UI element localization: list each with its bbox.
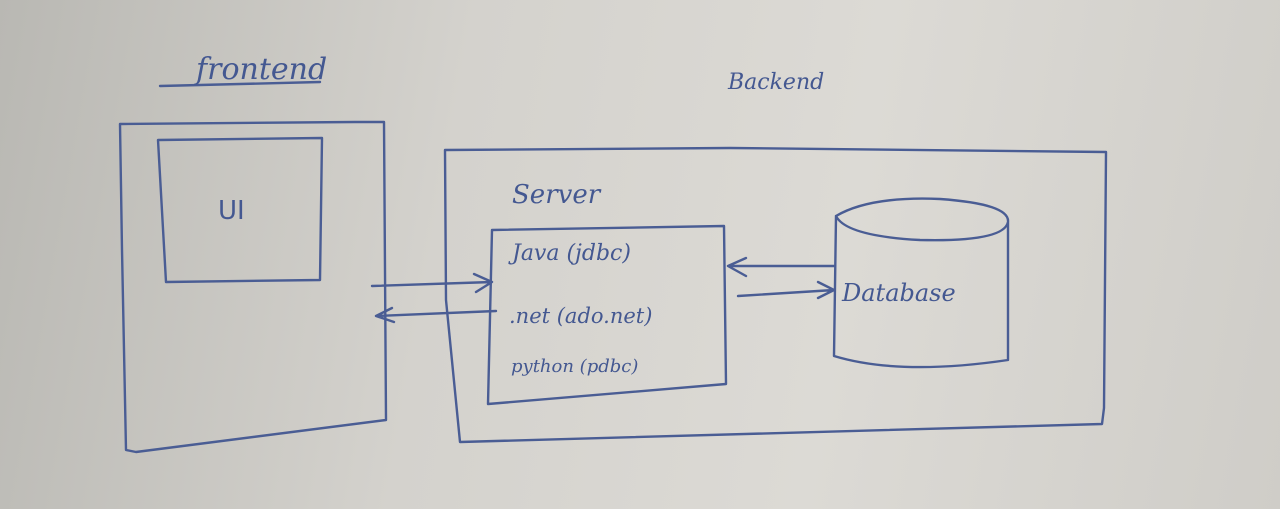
frontend-title: frontend xyxy=(196,52,328,87)
server-tech-java: Java (jdbc) xyxy=(512,241,631,266)
database-label: Database xyxy=(842,279,956,307)
ui-box xyxy=(156,136,324,284)
backend-box xyxy=(443,146,1108,444)
ui-label: UI xyxy=(218,196,245,226)
response-arrow xyxy=(374,306,498,324)
backend-title: Backend xyxy=(728,70,825,95)
database-cylinder xyxy=(832,197,1010,369)
server-to-db-arrow xyxy=(736,280,836,300)
db-to-server-arrow xyxy=(726,256,836,278)
request-arrow xyxy=(370,272,494,294)
frontend-box xyxy=(118,120,388,454)
server-tech-python: python (pdbc) xyxy=(511,356,639,377)
server-box xyxy=(486,224,728,406)
server-tech-dotnet: .net (ado.net) xyxy=(509,304,653,328)
frontend-title-underline xyxy=(158,80,322,88)
server-title: Server xyxy=(512,180,601,210)
